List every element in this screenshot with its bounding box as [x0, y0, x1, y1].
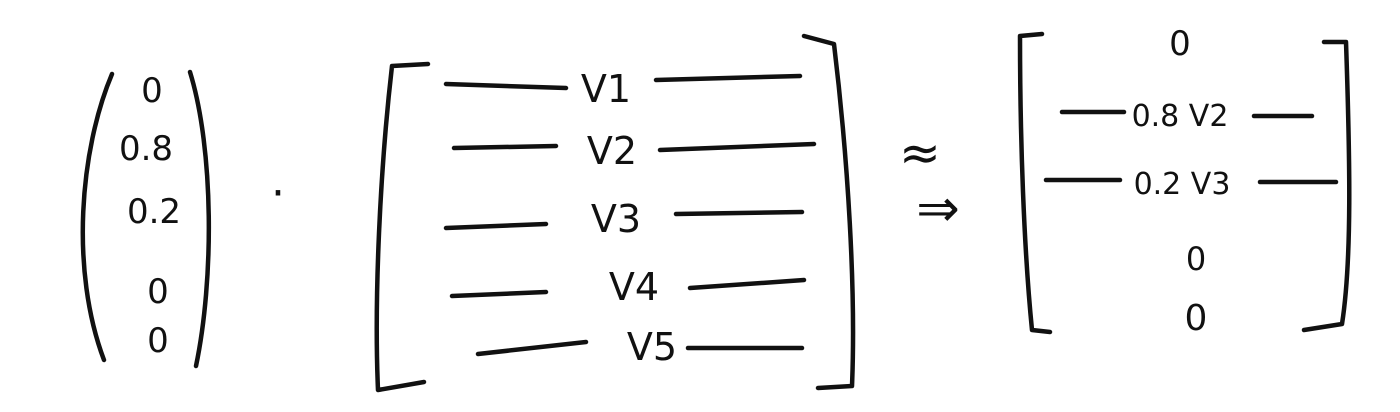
matrix-row-3-label: V3 [591, 197, 641, 241]
result-row-1-value: 0 [1169, 24, 1191, 64]
matrix-row-2-right-line [657, 141, 817, 153]
matrix-row-2-label: V2 [587, 129, 637, 173]
weight-value-4: 0 [147, 272, 169, 312]
vector-matrix: V1 V2 V3 V4 V5 [374, 33, 856, 393]
matrix-row-1-right-line [653, 73, 803, 83]
weight-left-paren [80, 71, 115, 363]
matrix-row-4-label: V4 [609, 265, 659, 309]
dot-operator: · [271, 168, 285, 219]
matrix-row-5-left-line [475, 339, 589, 357]
result-row-4-value: 0 [1186, 240, 1206, 278]
result-left-bracket [1017, 31, 1053, 335]
matrix-row-1-label: V1 [581, 67, 631, 111]
matrix-row-2-left-line [451, 143, 559, 151]
matrix-row-3-left-line [443, 221, 549, 231]
matrix-row-3-right-line [673, 209, 805, 217]
matrix-row-5-label: V5 [627, 325, 677, 369]
matrix-row-4-left-line [449, 289, 549, 299]
matrix-row-1-left-line [443, 81, 569, 91]
result-row-5-value: 0 [1185, 298, 1208, 339]
weight-value-5: 0 [147, 321, 169, 361]
weight-value-3: 0.2 [127, 192, 181, 232]
approx-operator: ≈ [899, 124, 941, 182]
implies-operator: ⇒ [916, 179, 960, 239]
weight-right-paren [187, 69, 212, 369]
matrix-left-bracket [374, 61, 431, 393]
weight-value-2: 0.8 [119, 129, 173, 169]
result-right-bracket [1301, 39, 1352, 333]
result-row-3-value: 0.2 V3 [1134, 167, 1231, 202]
weight-value-1: 0 [141, 71, 163, 111]
weight-vector: 0 0.8 0.2 0 0 [80, 69, 212, 369]
matrix-right-bracket [801, 33, 856, 391]
matrix-row-4-right-line [687, 277, 807, 291]
result-row-2-value: 0.8 V2 [1132, 99, 1229, 134]
result-matrix: 0 0.8 V2 0.2 V3 0 0 [1017, 24, 1352, 339]
